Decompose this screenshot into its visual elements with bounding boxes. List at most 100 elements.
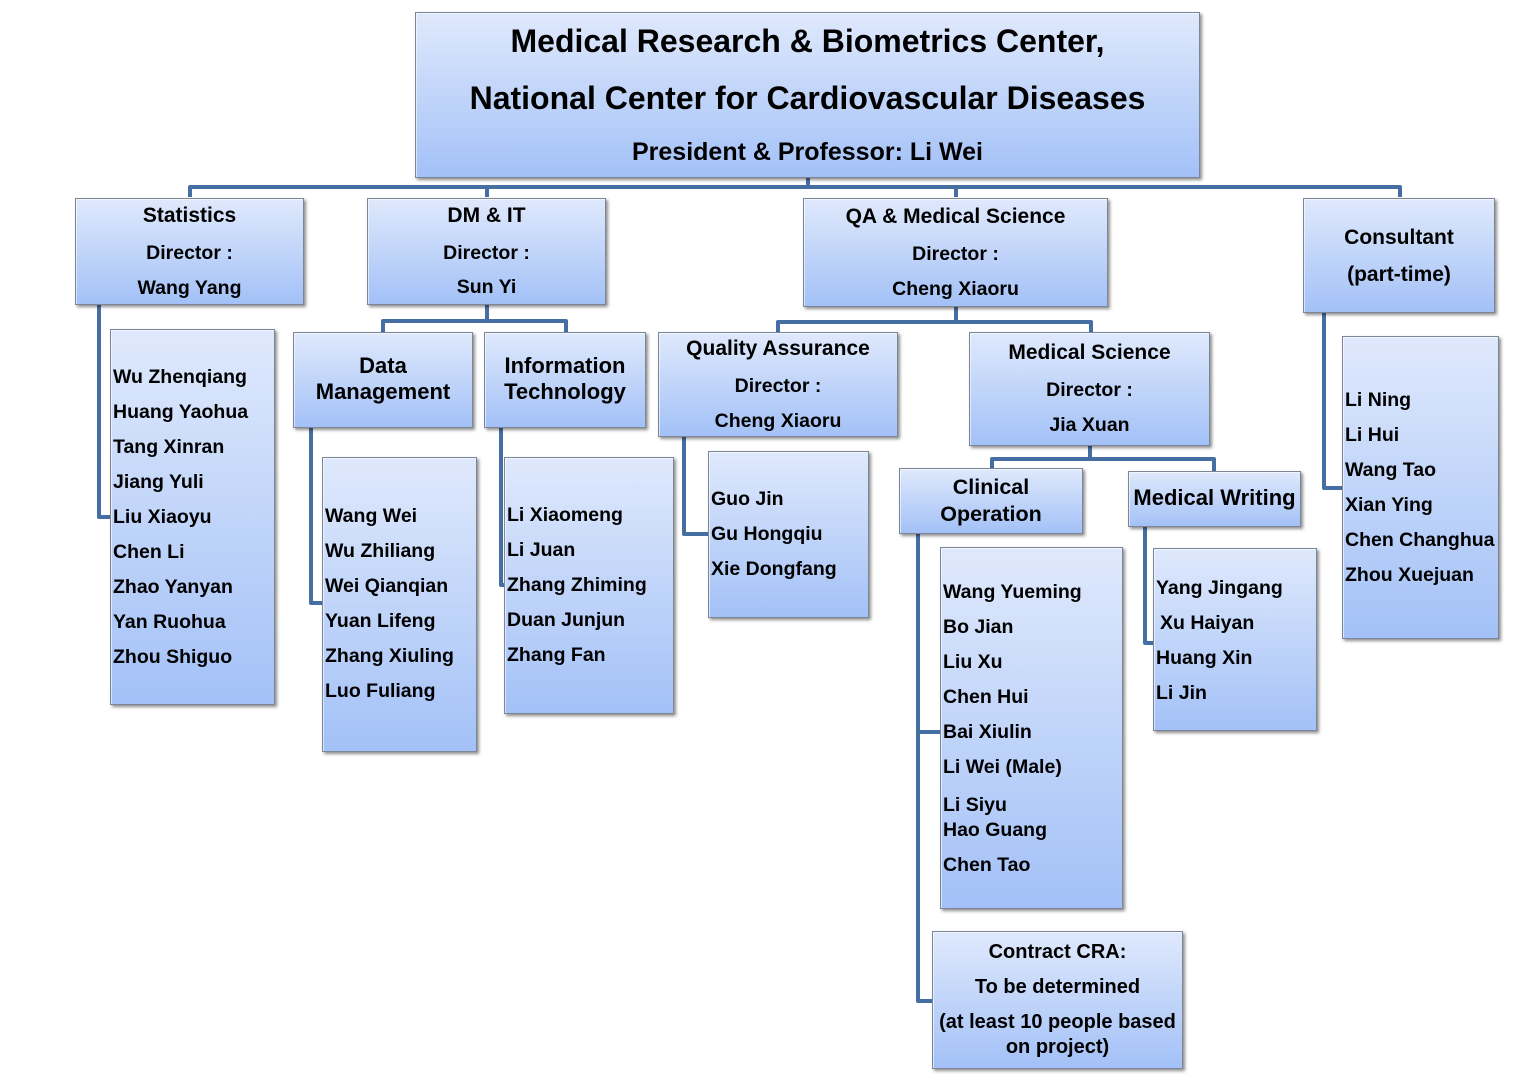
members-list: Li Ning Li Hui Wang Tao Xian Ying Chen C… bbox=[1345, 383, 1498, 593]
director-label: Director : bbox=[912, 243, 999, 265]
member-name: Li Ning bbox=[1345, 388, 1412, 411]
member-name: Li Juan bbox=[507, 538, 576, 561]
clinical-operation-node: Clinical Operation bbox=[899, 468, 1083, 534]
member-name: Bo Jian bbox=[943, 615, 1014, 638]
member-name: Xie Dongfang bbox=[711, 557, 837, 580]
contract-cra-status: To be determined bbox=[974, 976, 1141, 998]
member-name: Wang Tao bbox=[1345, 458, 1436, 481]
root-node: Medical Research & Biometrics Center, Na… bbox=[415, 12, 1200, 178]
medical-science-node: Medical Science Director : Jia Xuan bbox=[969, 332, 1210, 446]
connector-information-technology-to-members bbox=[499, 428, 504, 587]
member-name: Wu Zhenqiang bbox=[113, 365, 247, 388]
member-name: Yuan Lifeng bbox=[325, 609, 436, 632]
director-label: Director : bbox=[443, 242, 530, 264]
connector-medical-science-to-units bbox=[990, 457, 1216, 471]
director-label: Director : bbox=[734, 375, 822, 397]
member-name: Duan Junjun bbox=[507, 608, 626, 631]
director-name: Wang Yang bbox=[137, 277, 242, 299]
contract-cra-node: Contract CRA: To be determined (at least… bbox=[932, 931, 1183, 1069]
consultant-members-box: Li Ning Li Hui Wang Tao Xian Ying Chen C… bbox=[1342, 336, 1499, 639]
connector-data-management-to-members bbox=[309, 428, 322, 605]
director-name: Jia Xuan bbox=[1049, 414, 1130, 436]
member-name: Zhang Fan bbox=[507, 643, 606, 666]
member-name: Yan Ruohua bbox=[113, 610, 226, 633]
member-name: Xian Ying bbox=[1345, 493, 1433, 516]
member-name: Wang Wei bbox=[325, 504, 418, 527]
connector-qa-medical-science-to-units bbox=[776, 320, 1093, 332]
member-name: Zhou Xuejuan bbox=[1345, 563, 1474, 586]
director-label: Director : bbox=[146, 242, 233, 264]
connector-medical-writing-to-members bbox=[1143, 527, 1153, 645]
unit-name-line-2: Technology bbox=[504, 379, 626, 404]
dm-it-node: DM & IT Director : Sun Yi bbox=[367, 198, 606, 305]
members-list: Li Xiaomeng Li Juan Zhang Zhiming Duan J… bbox=[507, 498, 673, 673]
statistics-node: Statistics Director : Wang Yang bbox=[75, 198, 304, 305]
medical-writing-members-box: Yang Jingang Xu Haiyan Huang Xin Li Jin bbox=[1153, 548, 1317, 731]
member-name: Liu Xiaoyu bbox=[113, 505, 212, 528]
member-name: Guo Jin bbox=[711, 487, 784, 510]
contract-cra-note-line-2: on project) bbox=[1005, 1036, 1110, 1058]
data-management-node: Data Management bbox=[293, 332, 473, 428]
unit-name-line-1: Clinical bbox=[952, 475, 1030, 499]
member-name: Wu Zhiliang bbox=[325, 539, 436, 562]
member-name: Liu Xu bbox=[943, 650, 1003, 673]
unit-name-line-2: Management bbox=[315, 379, 451, 404]
connector-statistics-to-members bbox=[97, 305, 110, 519]
member-name: Luo Fuliang bbox=[325, 679, 436, 702]
connector-clinical-operation-to-contract-cra bbox=[916, 534, 932, 1003]
member-name: Li Wei (Male) bbox=[943, 755, 1062, 778]
connector-consultant-to-members bbox=[1322, 313, 1342, 490]
director-name: Cheng Xiaoru bbox=[714, 410, 842, 432]
members-list: Wu Zhenqiang Huang Yaohua Tang Xinran Ji… bbox=[113, 360, 274, 675]
members-list: Wang Yueming Bo Jian Liu Xu Chen Hui Bai… bbox=[943, 575, 1122, 883]
unit-name: DM & IT bbox=[447, 204, 526, 227]
member-name: Yang Jingang bbox=[1156, 576, 1283, 599]
information-technology-members-box: Li Xiaomeng Li Juan Zhang Zhiming Duan J… bbox=[504, 457, 674, 714]
members-list: Yang Jingang Xu Haiyan Huang Xin Li Jin bbox=[1156, 571, 1316, 711]
member-name: Huang Yaohua bbox=[113, 400, 249, 423]
org-title-line-2: National Center for Cardiovascular Disea… bbox=[469, 80, 1146, 116]
quality-assurance-members-box: Guo Jin Gu Hongqiu Xie Dongfang bbox=[708, 451, 869, 618]
member-name: Li Jin bbox=[1156, 681, 1207, 704]
member-name: Bai Xiulin bbox=[943, 720, 1032, 743]
connector-quality-assurance-to-members bbox=[682, 437, 708, 536]
unit-name-line-1: Data bbox=[359, 353, 407, 378]
member-name: Xu Haiyan bbox=[1160, 611, 1255, 634]
unit-name-line-2: Operation bbox=[940, 502, 1042, 526]
member-name: Chen Changhua bbox=[1345, 528, 1495, 551]
information-technology-node: Information Technology bbox=[484, 332, 646, 428]
clinical-operation-members-box: Wang Yueming Bo Jian Liu Xu Chen Hui Bai… bbox=[940, 547, 1123, 909]
director-name: Cheng Xiaoru bbox=[892, 278, 1019, 300]
member-name: Wang Yueming bbox=[943, 580, 1082, 603]
org-leader: President & Professor: Li Wei bbox=[631, 138, 983, 166]
member-name: Jiang Yuli bbox=[113, 470, 204, 493]
director-name: Sun Yi bbox=[456, 276, 517, 298]
statistics-members-box: Wu Zhenqiang Huang Yaohua Tang Xinran Ji… bbox=[110, 329, 275, 705]
member-name: Tang Xinran bbox=[113, 435, 225, 458]
contract-cra-note-line-1: (at least 10 people based bbox=[939, 1011, 1176, 1033]
member-name: Chen Li bbox=[113, 540, 185, 563]
unit-name: QA & Medical Science bbox=[845, 205, 1066, 228]
contract-cra-label: Contract CRA: bbox=[988, 941, 1127, 963]
unit-name: Medical Science bbox=[1008, 341, 1171, 364]
qa-medical-science-node: QA & Medical Science Director : Cheng Xi… bbox=[803, 198, 1108, 307]
member-name: Zhao Yanyan bbox=[113, 575, 233, 598]
connector-dm-it-to-units bbox=[381, 319, 568, 332]
member-name: Zhang Xiuling bbox=[325, 644, 454, 667]
consultant-node: Consultant (part-time) bbox=[1303, 198, 1495, 313]
member-name: Huang Xin bbox=[1156, 646, 1253, 669]
member-name: Chen Tao bbox=[943, 853, 1031, 876]
unit-name: Quality Assurance bbox=[686, 337, 870, 360]
member-name: Chen Hui bbox=[943, 685, 1029, 708]
members-list: Wang Wei Wu Zhiliang Wei Qianqian Yuan L… bbox=[325, 499, 476, 709]
unit-name: Statistics bbox=[142, 204, 237, 227]
member-name: Gu Hongqiu bbox=[711, 522, 823, 545]
unit-note: (part-time) bbox=[1347, 263, 1451, 286]
member-name: Wei Qianqian bbox=[325, 574, 449, 597]
unit-name: Consultant bbox=[1344, 226, 1454, 249]
member-name: Li Siyu bbox=[943, 793, 1007, 816]
medical-writing-node: Medical Writing bbox=[1128, 471, 1301, 527]
director-label: Director : bbox=[1046, 379, 1133, 401]
